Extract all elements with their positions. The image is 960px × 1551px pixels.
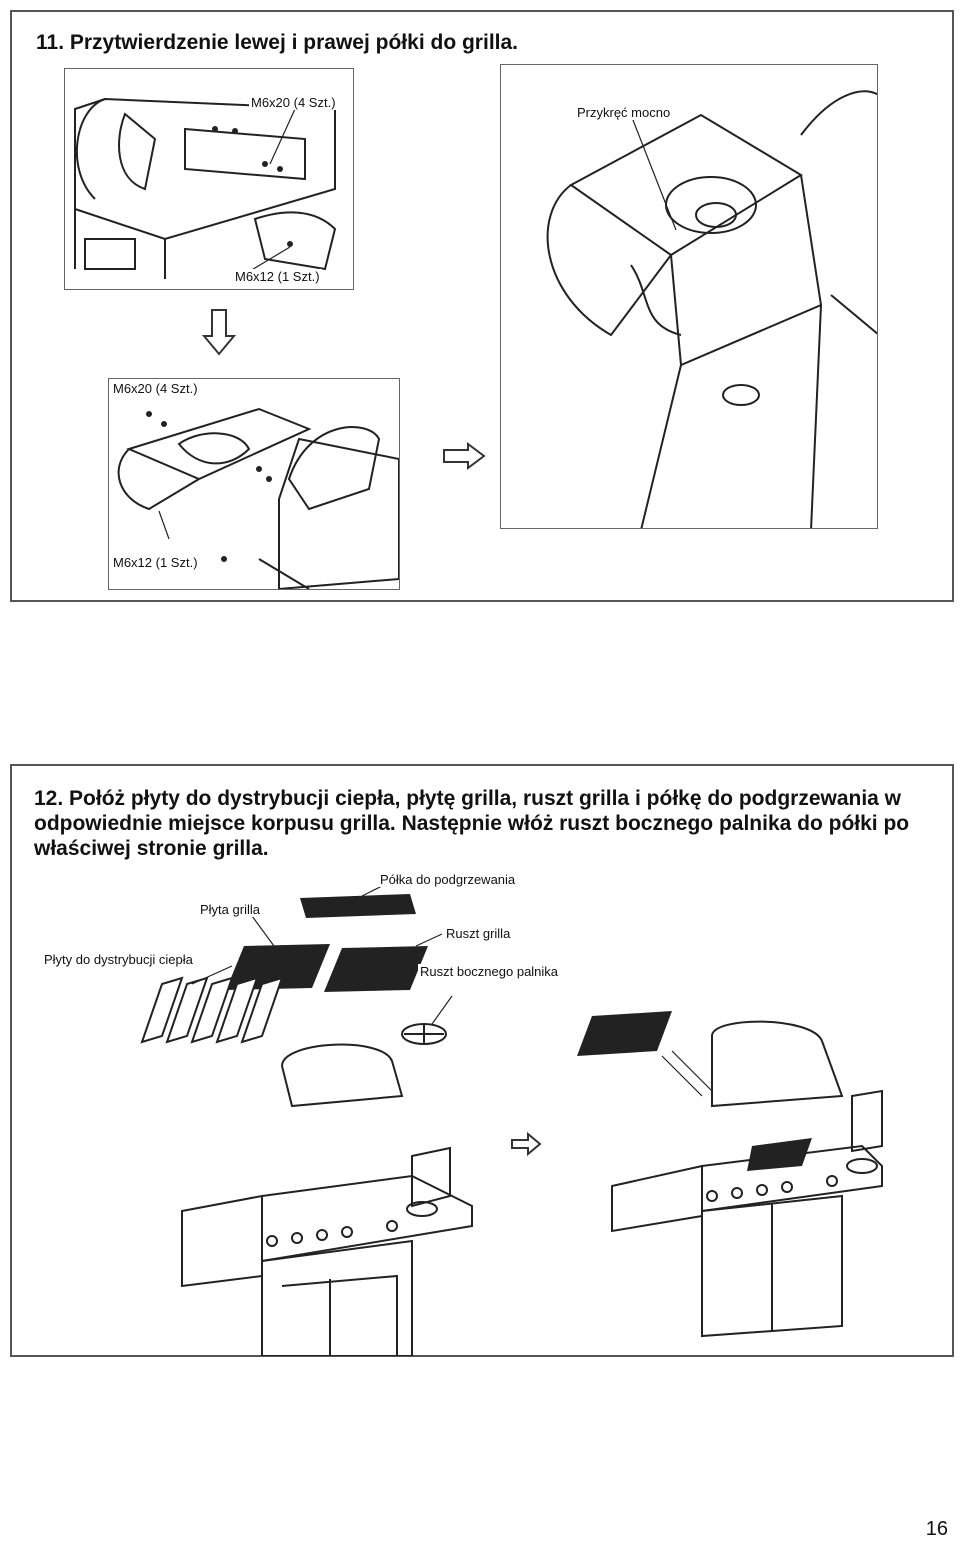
down-arrow-icon: [202, 308, 236, 356]
warming-rack-shape: [300, 894, 416, 918]
tighten-note: Przykręć mocno: [575, 105, 673, 120]
label-side-burner-grate: Ruszt bocznego palnika: [418, 964, 561, 979]
side-burner-illustration: [546, 90, 877, 528]
step-12-panel: 12. Połóż płyty do dystrybucji ciepła, p…: [10, 764, 954, 1357]
step-11-title: 11. Przytwierdzenie lewej i prawej półki…: [36, 31, 518, 54]
figure-right-shelf: M6x20 (4 Szt.) M6x12 (1 Szt.): [108, 378, 400, 590]
right-shelf-illustration: [117, 407, 399, 589]
heat-plates-shape: [140, 976, 284, 1044]
label-heat-plates: Płyty do dystrybucji ciepła: [42, 952, 195, 967]
grill-body-left: [181, 1043, 473, 1356]
grill-parts-illustration: [140, 885, 883, 1356]
page-number: 16: [925, 1518, 948, 1540]
side-burner-grate-shape: [401, 1023, 447, 1045]
assembly-illustration: Półka do podgrzewania Płyta grilla Ruszt…: [12, 866, 952, 1356]
step-11-panel: 11. Przytwierdzenie lewej i prawej półki…: [10, 10, 954, 602]
right-arrow-icon: [511, 1131, 542, 1157]
screw-label-m6x12: M6x12 (1 Szt.): [111, 555, 200, 570]
step-12-title: 12. Połóż płyty do dystrybucji ciepła, p…: [34, 787, 910, 860]
grill-grate-shape: [324, 946, 428, 992]
grill-body-right: [611, 1020, 883, 1338]
label-warming-rack: Półka do podgrzewania: [378, 872, 518, 887]
figure-side-burner-connection: Przykręć mocno: [500, 64, 878, 529]
label-grill-plate: Płyta grilla: [198, 902, 262, 917]
screw-label-m6x12: M6x12 (1 Szt.): [233, 269, 322, 284]
label-grill-grate: Ruszt grilla: [444, 926, 513, 941]
left-shelf-illustration: [74, 97, 337, 279]
figure-left-shelf-top: M6x20 (4 Szt.) M6x12 (1 Szt.): [64, 68, 354, 290]
screw-label-m6x20: M6x20 (4 Szt.): [249, 95, 338, 110]
right-arrow-icon: [442, 442, 486, 470]
screw-label-m6x20: M6x20 (4 Szt.): [111, 381, 200, 396]
